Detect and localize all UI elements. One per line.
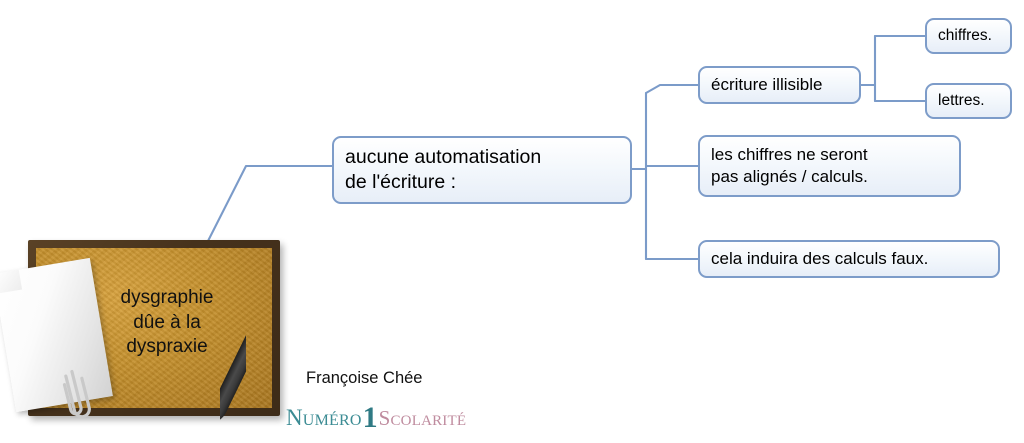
node-ecriture-illisible[interactable]: écriture illisible (698, 66, 861, 104)
node-lettres[interactable]: lettres. (925, 83, 1012, 119)
pen-icon (220, 328, 246, 425)
logo-text-one: 1 (362, 401, 378, 434)
logo-text-numero: Numéro (286, 405, 362, 430)
logo-text-scolarite: Scolarité (378, 406, 467, 430)
author-credit: Françoise Chée (306, 369, 423, 387)
connector-to-illisible (644, 83, 700, 95)
node-calculs-faux[interactable]: cela induira des calculs faux. (698, 240, 1000, 278)
node-aucune-automatisation[interactable]: aucune automatisation de l'écriture : (332, 136, 632, 204)
root-node-label: dysgraphie dûe à la dyspraxie (120, 287, 214, 358)
paperclip-icon (62, 369, 91, 419)
node-chiffres-non-alignes[interactable]: les chiffres ne seront pas alignés / cal… (698, 135, 961, 197)
node-chiffres[interactable]: chiffres. (925, 18, 1012, 54)
connector-root-to-main (206, 164, 334, 243)
root-node-corkboard[interactable]: dysgraphie dûe à la dyspraxie (0, 240, 280, 425)
numero1scolarite-logo: Numéro 1 Scolarité (286, 399, 467, 434)
